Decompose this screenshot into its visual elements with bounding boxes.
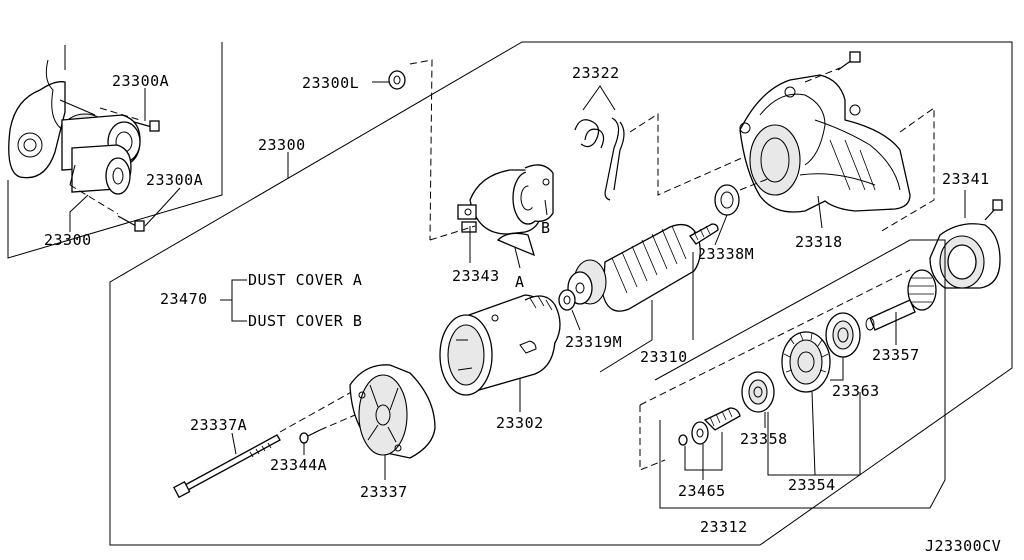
label-23344a: 23344A [270, 456, 327, 474]
bearing-338m-icon [714, 184, 740, 216]
label-23312: 23312 [700, 518, 748, 536]
inset-dash-2 [69, 184, 119, 215]
pinion-bearing-icon [825, 312, 861, 358]
gear-case-bolt-icon [837, 51, 861, 71]
dash-gear-case-bolt [804, 67, 841, 83]
dash-gear-set-top [639, 269, 911, 406]
leader-inset-assembly [69, 194, 89, 232]
solenoid-boot-icon [496, 232, 536, 257]
solenoid-icon [457, 164, 554, 235]
spring-washer-icon [678, 421, 709, 446]
leader-tag-a [514, 247, 521, 269]
leader-clip [582, 85, 616, 111]
label-23337: 23337 [360, 483, 408, 501]
label-23300l: 23300L [302, 74, 359, 92]
inset-bolt-top-icon [133, 120, 160, 132]
bracket-23312 [654, 239, 946, 509]
leader-23354 [811, 391, 816, 476]
label-23302: 23302 [496, 414, 544, 432]
label-tag-a: A [515, 273, 525, 291]
yoke-icon [439, 294, 561, 396]
label-23337a: 23337A [190, 416, 247, 434]
leader-23363 [830, 357, 844, 381]
inset-panel: 23300A 23300A 23300 [7, 42, 223, 259]
bracket-dust-cover-b [231, 300, 247, 322]
label-23338m: 23338M [697, 245, 754, 263]
label-23465: 23465 [678, 482, 726, 500]
leader-23338m [714, 214, 728, 246]
leader-23337a [231, 432, 237, 455]
dash-solenoid [429, 225, 476, 241]
label-23341: 23341 [942, 170, 990, 188]
screw-icon [299, 429, 321, 444]
leader-23310-left [599, 300, 653, 373]
label-23300a-right: 23300A [146, 171, 203, 189]
label-23300-main: 23300 [258, 136, 306, 154]
dash-clip [629, 113, 761, 196]
gear-case-icon [739, 74, 911, 213]
leader-inset-right [144, 187, 181, 227]
label-23357: 23357 [872, 346, 920, 364]
label-dust-cover-a: DUST COVER A [248, 271, 362, 289]
label-23354: 23354 [788, 476, 836, 494]
pinion-small-icon [741, 371, 775, 413]
nut-icon [388, 70, 406, 90]
leader-23319m [571, 309, 581, 331]
spring-icon [703, 407, 741, 431]
label-23300a-top: 23300A [112, 72, 169, 90]
label-23358: 23358 [740, 430, 788, 448]
label-23318: 23318 [795, 233, 843, 251]
diagram-code: J23300CV [925, 537, 1001, 555]
label-23322: 23322 [572, 64, 620, 82]
inset-starter-sketch [8, 59, 141, 195]
dash-through-bolt [279, 389, 356, 433]
through-bolt-icon [173, 434, 281, 499]
rear-cover-icon [349, 364, 436, 459]
inset-dash-1 [99, 107, 141, 121]
inset-frame [7, 42, 223, 259]
clip-icon [574, 117, 625, 201]
dash-gear-case [879, 107, 935, 233]
inset-bolt-bottom-icon [117, 215, 145, 232]
dash-nut [409, 59, 433, 241]
leader-tag-b [544, 199, 548, 216]
clutch-gear-icon [781, 331, 831, 393]
pinion-shaft-icon [865, 269, 937, 331]
label-23310: 23310 [640, 348, 688, 366]
main-frame [109, 41, 1013, 546]
armature-icon [567, 223, 719, 312]
dash-gear-set-left [639, 405, 666, 471]
label-23319m: 23319M [565, 333, 622, 351]
leader-23318 [817, 195, 823, 229]
label-23363: 23363 [832, 382, 880, 400]
label-23470: 23470 [160, 290, 208, 308]
bracket-23354 [767, 392, 861, 476]
label-23343: 23343 [452, 267, 500, 285]
bearing-319m-icon [558, 289, 576, 311]
label-tag-b: B [541, 219, 551, 237]
cover-ring-bolt-icon [984, 199, 1003, 221]
label-dust-cover-b: DUST COVER B [248, 312, 362, 330]
dash-bearing-338m [739, 177, 771, 191]
bracket-dust-cover-a [220, 279, 247, 301]
label-23300-inset: 23300 [44, 231, 92, 249]
cover-ring-icon [929, 223, 1001, 289]
